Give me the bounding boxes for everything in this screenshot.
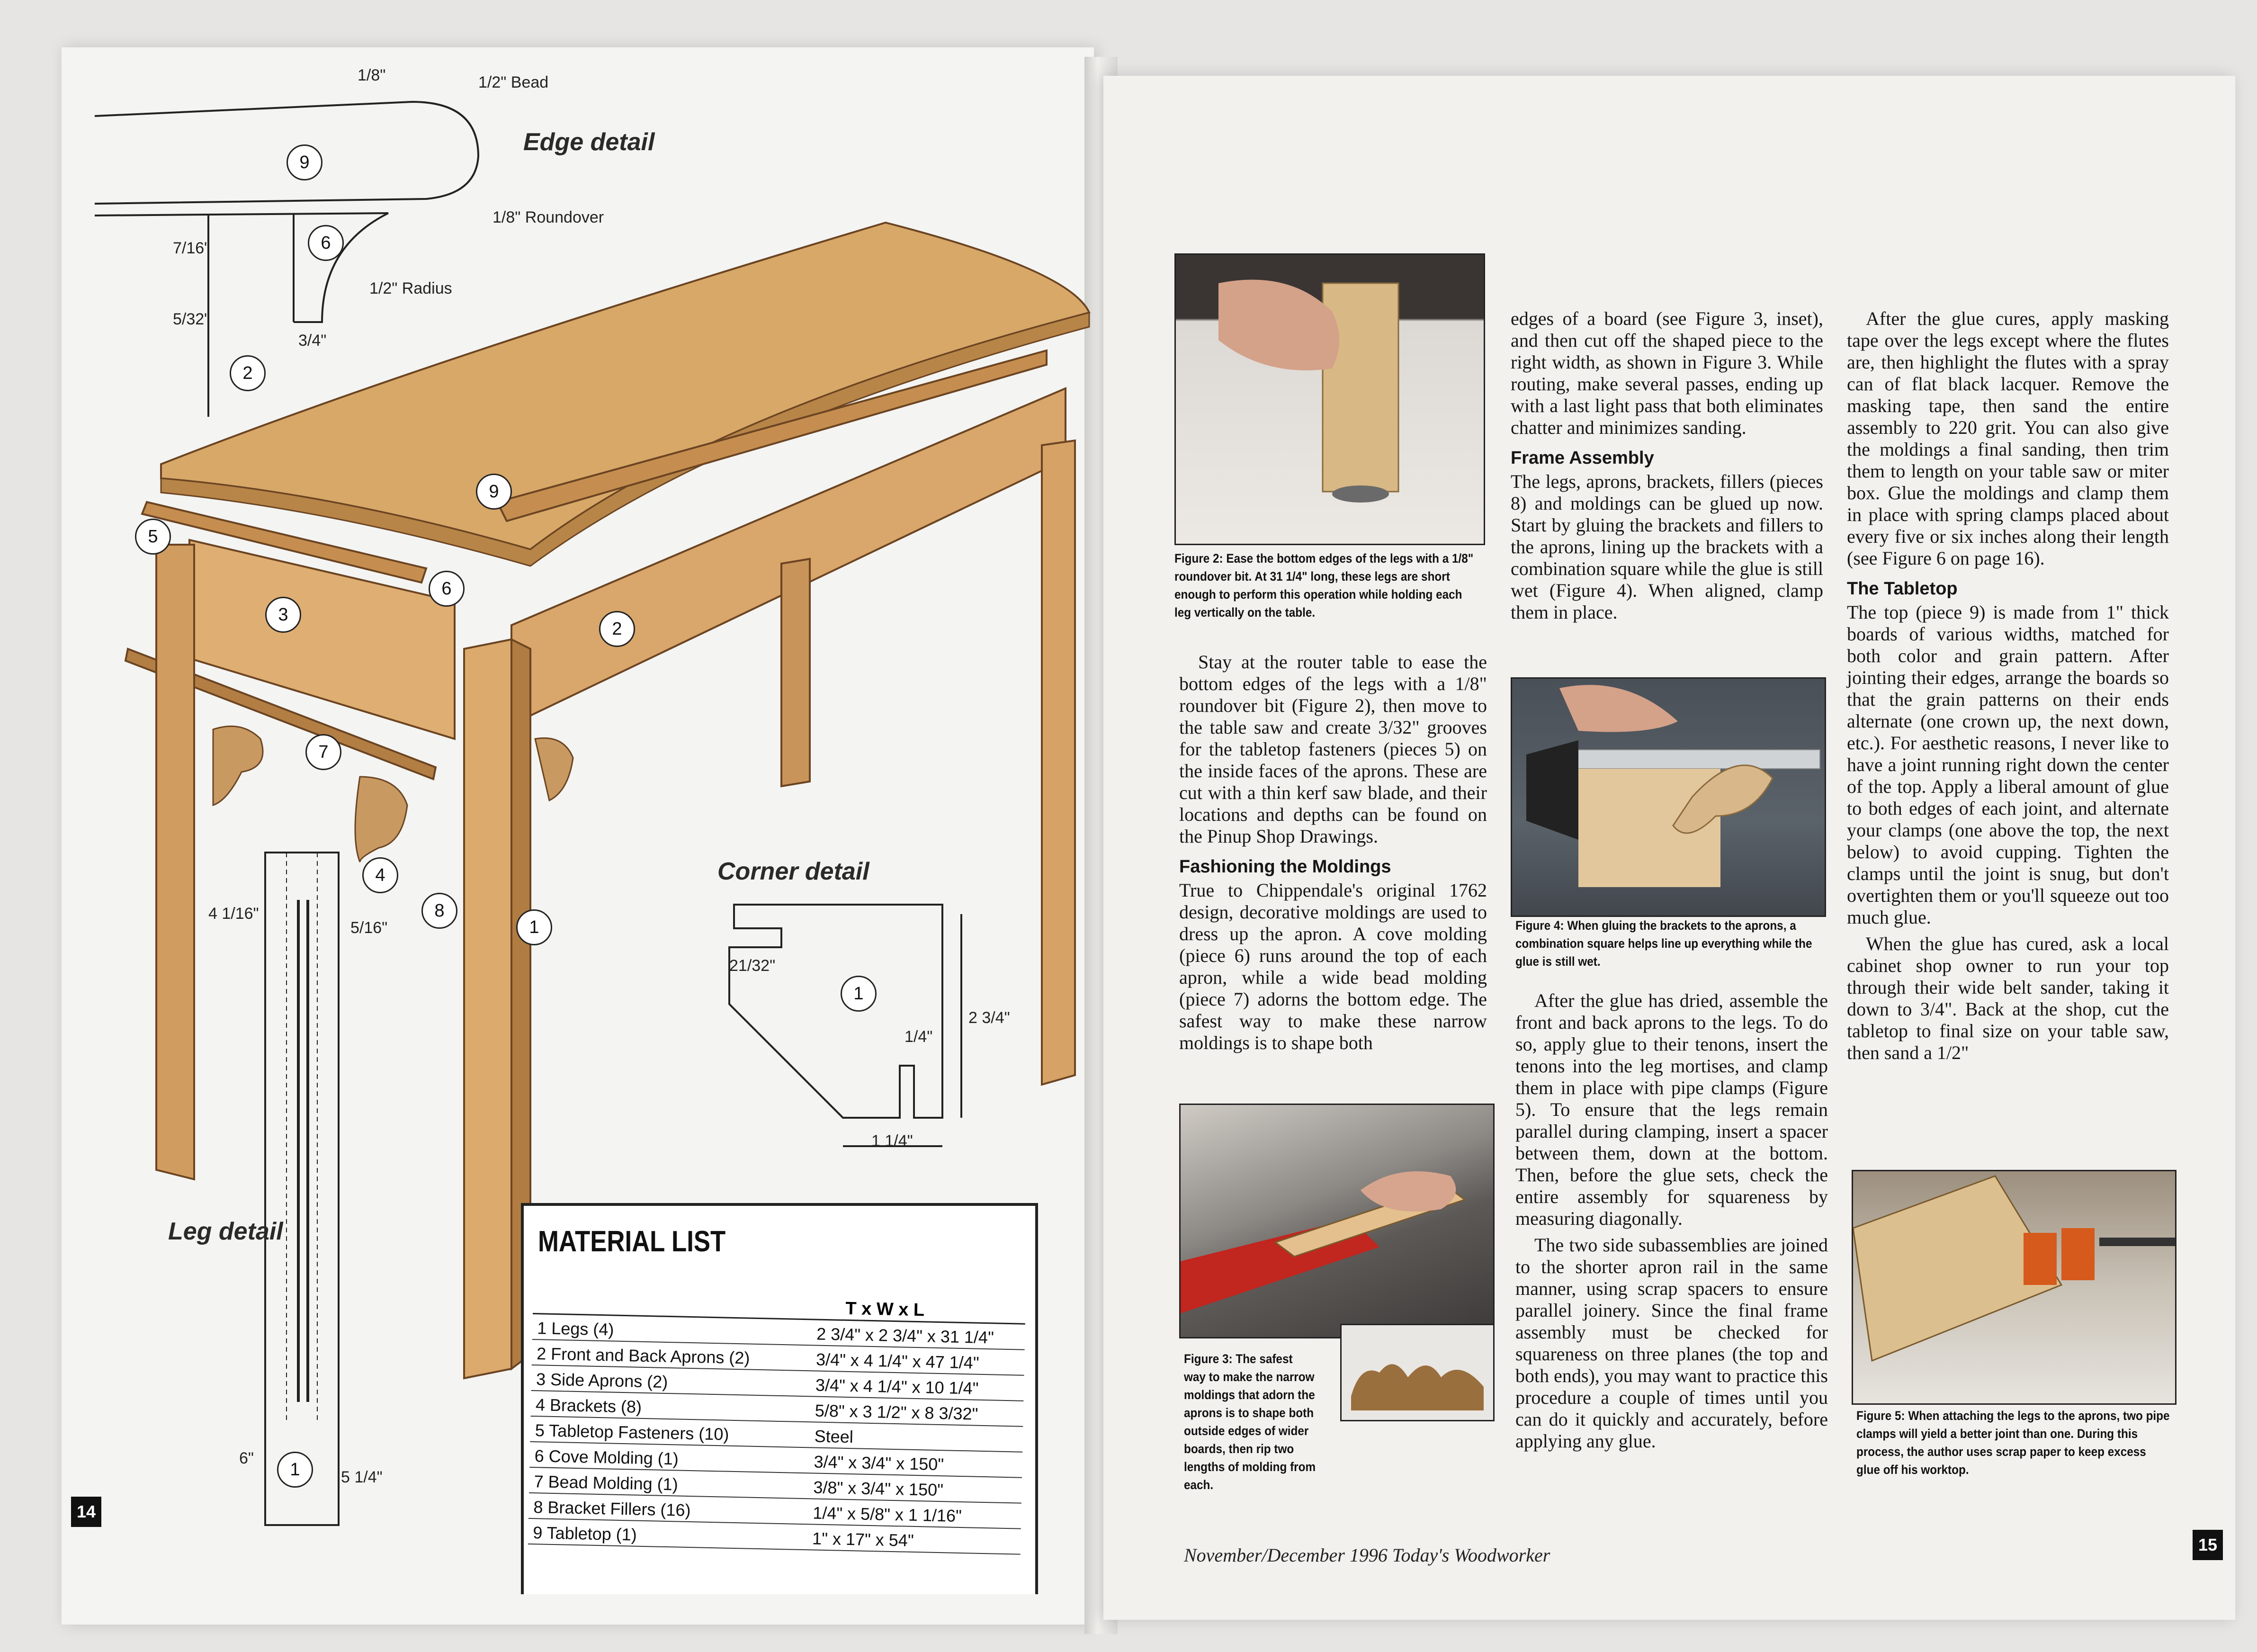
corner-detail-outline bbox=[728, 904, 962, 1147]
callout-6-edge: 6 bbox=[308, 225, 344, 261]
material-list-header-label: T x W x L bbox=[845, 1298, 925, 1320]
callout-9: 9 bbox=[476, 474, 512, 510]
part-name: 5 Tabletop Fasteners (10) bbox=[535, 1420, 729, 1444]
page-number-left: 14 bbox=[71, 1497, 101, 1527]
part-dims: 2 3/4" x 2 3/4" x 31 1/4" bbox=[816, 1324, 994, 1347]
callout-5: 5 bbox=[135, 519, 171, 555]
callout-2: 2 bbox=[599, 611, 635, 647]
figure-5-photo bbox=[1852, 1170, 2176, 1405]
part-dims: 3/4" x 4 1/4" x 47 1/4" bbox=[815, 1349, 980, 1373]
leg-dim-d: 5 1/4" bbox=[341, 1468, 383, 1486]
figure-4-caption: Figure 4: When gluing the brackets to th… bbox=[1515, 918, 1812, 969]
part-dims: 1/4" x 5/8" x 1 1/16" bbox=[812, 1503, 962, 1526]
edge-detail-profile bbox=[94, 100, 480, 417]
edge-dim-a: 7/16" bbox=[173, 239, 210, 257]
heading-tabletop: The Tabletop bbox=[1847, 579, 1958, 599]
figure-5-caption: Figure 5: When attaching the legs to the… bbox=[1856, 1409, 2170, 1477]
corner-detail-title: Corner detail bbox=[717, 858, 869, 885]
leg-detail-outline bbox=[264, 852, 340, 1526]
radius-label: 1/2" Radius bbox=[369, 279, 452, 297]
edge-detail-title: Edge detail bbox=[523, 128, 655, 156]
part-dims: 3/8" x 3/4" x 150" bbox=[813, 1477, 944, 1500]
figure-2-photo bbox=[1174, 253, 1485, 545]
callout-8: 8 bbox=[421, 893, 457, 929]
col2-paragraph-3: After the glue has dried, assemble the f… bbox=[1515, 990, 1828, 1229]
leg-detail-title: Leg detail bbox=[168, 1218, 283, 1245]
figure-3-inset-photo bbox=[1340, 1324, 1495, 1421]
col2-paragraph-1: edges of a board (see Figure 3, inset), … bbox=[1511, 308, 1823, 438]
tabletop-drawing bbox=[160, 221, 1091, 567]
figure-2-illustration bbox=[1218, 279, 1399, 503]
callout-4: 4 bbox=[362, 857, 398, 893]
edge-dim-c: 3/4" bbox=[298, 332, 327, 350]
part-name: 1 Legs (4) bbox=[537, 1318, 614, 1339]
apron-drawing bbox=[124, 349, 1066, 781]
bead-dim-label: 1/8" bbox=[358, 66, 386, 84]
col3-paragraph-3: When the glue has cured, ask a local cab… bbox=[1847, 933, 2169, 1063]
heading-fashioning-moldings: Fashioning the Moldings bbox=[1179, 857, 1391, 877]
callout-1: 1 bbox=[516, 909, 552, 945]
part-name: 8 Bracket Fillers (16) bbox=[533, 1497, 691, 1520]
figure-3-illustration bbox=[1181, 1171, 1467, 1313]
callout-9-edge: 9 bbox=[287, 144, 322, 180]
figure-3-caption: Figure 3: The safest way to make the nar… bbox=[1184, 1352, 1316, 1492]
callout-7: 7 bbox=[305, 734, 341, 770]
col2-paragraph-2: The legs, aprons, brackets, fillers (pie… bbox=[1511, 471, 1823, 623]
corner-dim-b: 1/4" bbox=[905, 1028, 933, 1046]
part-dims: 5/8" x 3 1/2" x 8 3/32" bbox=[815, 1401, 978, 1424]
part-dims: Steel bbox=[814, 1426, 854, 1447]
col2-paragraph-4: The two side subassemblies are joined to… bbox=[1515, 1234, 1828, 1452]
page-number-right: 15 bbox=[2193, 1530, 2223, 1560]
text-column-2-bottom: After the glue has dried, assemble the f… bbox=[1515, 990, 1828, 1457]
figure-3-photo bbox=[1179, 1104, 1495, 1338]
roundover-label: 1/8" Roundover bbox=[493, 208, 604, 226]
figure-2-caption: Figure 2: Ease the bottom edges of the l… bbox=[1174, 551, 1474, 620]
text-column-1: Stay at the router table to ease the bot… bbox=[1179, 651, 1487, 1059]
callout-1-leg: 1 bbox=[277, 1452, 313, 1488]
figure-5-illustration bbox=[1853, 1175, 2175, 1362]
bead-label: 1/2" Bead bbox=[478, 73, 549, 91]
corner-dim-a: 21/32" bbox=[729, 957, 776, 975]
part-dims: 1" x 17" x 54" bbox=[812, 1528, 914, 1550]
part-name: 7 Bead Molding (1) bbox=[534, 1472, 679, 1494]
heading-frame-assembly: Frame Assembly bbox=[1511, 448, 1654, 468]
callout-6: 6 bbox=[429, 571, 465, 607]
part-name: 3 Side Aprons (2) bbox=[536, 1369, 668, 1392]
col3-paragraph-1: After the glue cures, apply masking tape… bbox=[1847, 308, 2169, 569]
col1-paragraph-1: Stay at the router table to ease the bot… bbox=[1179, 651, 1487, 847]
col1-paragraph-2: True to Chippendale's original 1762 desi… bbox=[1179, 880, 1487, 1053]
leg-dim-a: 4 1/16" bbox=[208, 905, 259, 923]
part-name: 4 Brackets (8) bbox=[535, 1395, 642, 1417]
leg-dim-b: 5/16" bbox=[350, 919, 388, 937]
part-dims: 3/4" x 3/4" x 150" bbox=[814, 1452, 944, 1474]
leg-dim-c: 6" bbox=[239, 1449, 254, 1467]
legs-drawing bbox=[155, 439, 1076, 1380]
figure-4-illustration bbox=[1526, 685, 1820, 887]
material-list-table: T x W x L 1 Legs (4) 2 3/4" x 2 3/4" x 31… bbox=[528, 1291, 1026, 1555]
corner-dim-d: 1 1/4" bbox=[871, 1132, 913, 1150]
material-list-title: MATERIAL LIST bbox=[538, 1225, 726, 1258]
part-dims: 3/4" x 4 1/4" x 10 1/4" bbox=[815, 1375, 979, 1398]
text-column-3: After the glue cures, apply masking tape… bbox=[1847, 308, 2169, 1068]
figure-4-photo bbox=[1511, 677, 1826, 917]
page-footer: November/December 1996 Today's Woodworke… bbox=[1184, 1544, 1550, 1566]
figure-3-inset-illustration bbox=[1351, 1364, 1484, 1410]
col3-paragraph-2: The top (piece 9) is made from 1" thick … bbox=[1847, 602, 2169, 928]
callout-2-edge: 2 bbox=[230, 355, 266, 391]
table-exploded-drawing bbox=[94, 100, 1091, 1526]
brackets-drawing bbox=[212, 725, 574, 862]
corner-dim-c: 2 3/4" bbox=[968, 1009, 1010, 1027]
material-list: MATERIAL LIST T x W x L 1 Legs (4) 2 3/4"… bbox=[521, 1203, 1038, 1594]
part-name: 6 Cove Molding (1) bbox=[534, 1446, 679, 1469]
edge-dim-b: 5/32" bbox=[173, 310, 210, 328]
part-name: 2 Front and Back Aprons (2) bbox=[536, 1344, 750, 1368]
callout-3: 3 bbox=[265, 597, 301, 633]
part-name: 9 Tabletop (1) bbox=[532, 1523, 637, 1544]
callout-1-corner: 1 bbox=[841, 976, 877, 1012]
text-column-2-top: edges of a board (see Figure 3, inset), … bbox=[1511, 308, 1823, 628]
